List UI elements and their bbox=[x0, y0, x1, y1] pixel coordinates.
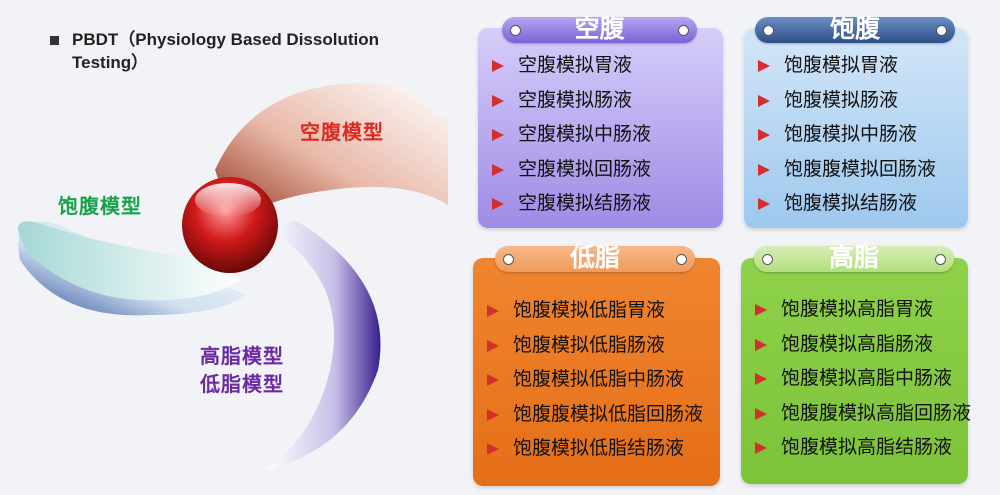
square-bullet-icon bbox=[50, 36, 59, 45]
list-item-label: 饱腹腹模拟低脂回肠液 bbox=[513, 402, 704, 425]
low-fat-title: 低脂 bbox=[569, 243, 620, 272]
arrow-right-icon bbox=[755, 442, 767, 454]
ring-icon bbox=[503, 254, 514, 265]
list-item-label: 空腹模拟回肠液 bbox=[518, 157, 652, 180]
sphere-highlight bbox=[195, 183, 261, 217]
fed-title-bar bbox=[755, 17, 955, 43]
arrow-right-icon bbox=[492, 198, 504, 210]
list-item: 饱腹模拟低脂肠液 bbox=[473, 328, 720, 363]
ring-icon bbox=[936, 25, 947, 36]
list-item: 饱腹模拟高脂中肠液 bbox=[741, 361, 968, 396]
list-item: 饱腹模拟肠液 bbox=[744, 83, 968, 118]
fed-panel: 饱腹模拟胃液 饱腹模拟肠液 饱腹模拟中肠液 饱腹腹模拟回肠液 饱腹模拟结肠液 bbox=[744, 28, 968, 228]
list-item: 饱腹模拟高脂胃液 bbox=[741, 292, 968, 327]
list-item-label: 饱腹腹模拟回肠液 bbox=[784, 157, 937, 180]
fed-model-label: 饱腹模型 bbox=[58, 194, 142, 218]
low-fat-model-label: 低脂模型 bbox=[200, 372, 284, 396]
list-item-label: 饱腹腹模拟高脂回肠液 bbox=[781, 401, 972, 424]
list-item: 空腹模拟中肠液 bbox=[478, 117, 723, 152]
fed-title: 饱腹 bbox=[829, 14, 880, 43]
arrow-right-icon bbox=[755, 338, 767, 351]
list-item: 空腹模拟胃液 bbox=[478, 48, 723, 83]
list-item: 饱腹腹模拟回肠液 bbox=[744, 152, 968, 187]
arrow-right-icon bbox=[487, 374, 499, 386]
list-item: 饱腹模拟低脂中肠液 bbox=[473, 362, 720, 397]
arrow-right-icon bbox=[755, 373, 767, 385]
fasted-panel: 空腹模拟胃液 空腹模拟肠液 空腹模拟中肠液 空腹模拟回肠液 空腹模拟结肠液 bbox=[478, 28, 723, 228]
ring-icon bbox=[762, 254, 773, 265]
list-item-label: 饱腹模拟低脂肠液 bbox=[513, 333, 666, 356]
list-item-label: 饱腹模拟低脂结肠液 bbox=[513, 437, 685, 459]
list-item-label: 饱腹模拟高脂肠液 bbox=[781, 332, 934, 355]
arrow-right-icon bbox=[487, 339, 499, 352]
fasted-model-label: 空腹模型 bbox=[300, 120, 384, 144]
high-fat-model-label: 高脂模型 bbox=[200, 344, 284, 368]
list-item-label: 空腹模拟肠液 bbox=[518, 88, 633, 111]
list-item: 饱腹模拟中肠液 bbox=[744, 117, 968, 152]
fed-blade bbox=[17, 221, 240, 301]
list-item: 空腹模拟结肠液 bbox=[478, 186, 723, 221]
high-fat-panel: 饱腹模拟高脂胃液 饱腹模拟高脂肠液 饱腹模拟高脂中肠液 饱腹腹模拟高脂回肠液 饱… bbox=[741, 258, 972, 484]
list-item-label: 空腹模拟中肠液 bbox=[518, 123, 652, 145]
list-item-label: 饱腹模拟肠液 bbox=[784, 88, 899, 111]
list-item-label: 饱腹模拟低脂胃液 bbox=[513, 299, 666, 321]
fasted-title-bar bbox=[502, 17, 697, 43]
ring-icon bbox=[510, 25, 521, 36]
fasted-title: 空腹 bbox=[574, 14, 625, 43]
list-item-label: 饱腹模拟胃液 bbox=[784, 54, 899, 76]
list-item: 饱腹模拟结肠液 bbox=[744, 186, 968, 221]
arrow-right-icon bbox=[758, 198, 770, 210]
arrow-right-icon bbox=[758, 129, 770, 141]
list-item: 空腹模拟回肠液 bbox=[478, 152, 723, 187]
arrow-right-icon bbox=[755, 304, 767, 316]
low-fat-panel: 饱腹模拟低脂胃液 饱腹模拟低脂肠液 饱腹模拟低脂中肠液 饱腹腹模拟低脂回肠液 饱… bbox=[473, 258, 720, 486]
list-item-label: 饱腹模拟高脂结肠液 bbox=[781, 436, 953, 458]
low-fat-title-bar bbox=[495, 246, 695, 272]
header-title: PBDT（Physiology Based Dissolution Testin… bbox=[72, 30, 379, 72]
list-item-label: 空腹模拟胃液 bbox=[518, 54, 633, 76]
ring-icon bbox=[763, 25, 774, 36]
ring-icon bbox=[935, 254, 946, 265]
arrow-right-icon bbox=[492, 60, 504, 72]
header: PBDT（Physiology Based Dissolution Testin… bbox=[50, 28, 450, 74]
list-item-label: 饱腹模拟结肠液 bbox=[784, 192, 918, 214]
list-item: 饱腹模拟低脂结肠液 bbox=[473, 431, 720, 466]
arrow-right-icon bbox=[492, 94, 504, 107]
pinwheel-diagram bbox=[17, 83, 448, 470]
fasted-blade bbox=[215, 83, 448, 225]
arrow-right-icon bbox=[492, 129, 504, 141]
list-item-label: 空腹模拟结肠液 bbox=[518, 192, 652, 214]
fat-model-labels: 高脂模型 低脂模型 bbox=[200, 342, 284, 398]
high-fat-title-bar bbox=[754, 246, 954, 272]
fat-blade bbox=[265, 220, 381, 470]
ring-icon bbox=[676, 254, 687, 265]
list-item: 饱腹腹模拟低脂回肠液 bbox=[473, 397, 720, 432]
arrow-right-icon bbox=[487, 305, 499, 317]
arrow-right-icon bbox=[755, 407, 767, 420]
ring-icon bbox=[678, 25, 689, 36]
arrow-right-icon bbox=[758, 163, 770, 176]
arrow-right-icon bbox=[492, 163, 504, 176]
list-item-label: 饱腹模拟高脂中肠液 bbox=[781, 367, 953, 389]
list-item: 饱腹腹模拟高脂回肠液 bbox=[741, 396, 972, 431]
arrow-right-icon bbox=[487, 408, 499, 421]
list-item: 饱腹模拟胃液 bbox=[744, 48, 968, 83]
list-item-label: 饱腹模拟低脂中肠液 bbox=[513, 368, 685, 390]
list-item: 饱腹模拟高脂肠液 bbox=[741, 327, 968, 362]
list-item: 饱腹模拟高脂结肠液 bbox=[741, 430, 968, 465]
list-item-label: 饱腹模拟中肠液 bbox=[784, 123, 918, 145]
high-fat-title: 高脂 bbox=[828, 243, 879, 272]
arrow-right-icon bbox=[758, 60, 770, 72]
arrow-right-icon bbox=[487, 443, 499, 455]
list-item: 空腹模拟肠液 bbox=[478, 83, 723, 118]
list-item: 饱腹模拟低脂胃液 bbox=[473, 293, 720, 328]
arrow-right-icon bbox=[758, 94, 770, 107]
list-item-label: 饱腹模拟高脂胃液 bbox=[781, 298, 934, 320]
